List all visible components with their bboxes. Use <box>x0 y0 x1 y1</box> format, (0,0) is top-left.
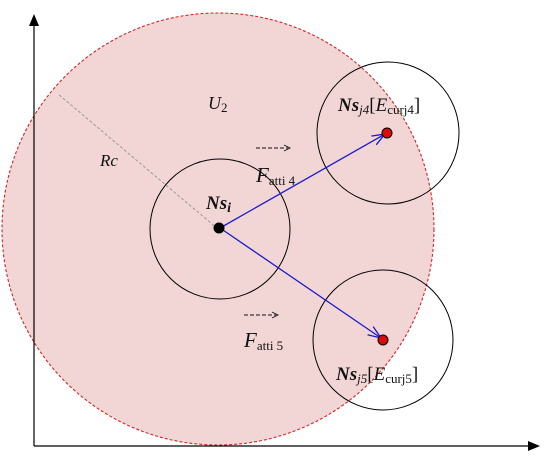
node-j5-sensing-circle <box>312 269 454 411</box>
node-j4-label: Nsj4[Ecurj4] <box>337 95 420 117</box>
node-i-dot <box>213 222 225 234</box>
node-j5-dot <box>377 334 389 346</box>
node-i-sensing-circle <box>149 158 291 300</box>
radius-label: Rc <box>99 151 118 170</box>
force-vector-j4 <box>219 134 385 229</box>
node-j4-sensing-circle <box>316 61 460 205</box>
force-label-j4: Fatti 4 <box>255 144 296 188</box>
node-j4-dot <box>381 127 393 139</box>
force-vector-j5 <box>219 227 381 338</box>
svg-text:Fatti 5: Fatti 5 <box>243 328 283 353</box>
node-j5-label: Nsj5[Ecurj5] <box>335 364 418 386</box>
force-label-j5: Fatti 5 <box>243 311 283 353</box>
svg-text:Fatti 4: Fatti 4 <box>255 163 296 188</box>
region-label: U2 <box>208 93 228 115</box>
node-i-label: Nsi <box>205 193 231 216</box>
